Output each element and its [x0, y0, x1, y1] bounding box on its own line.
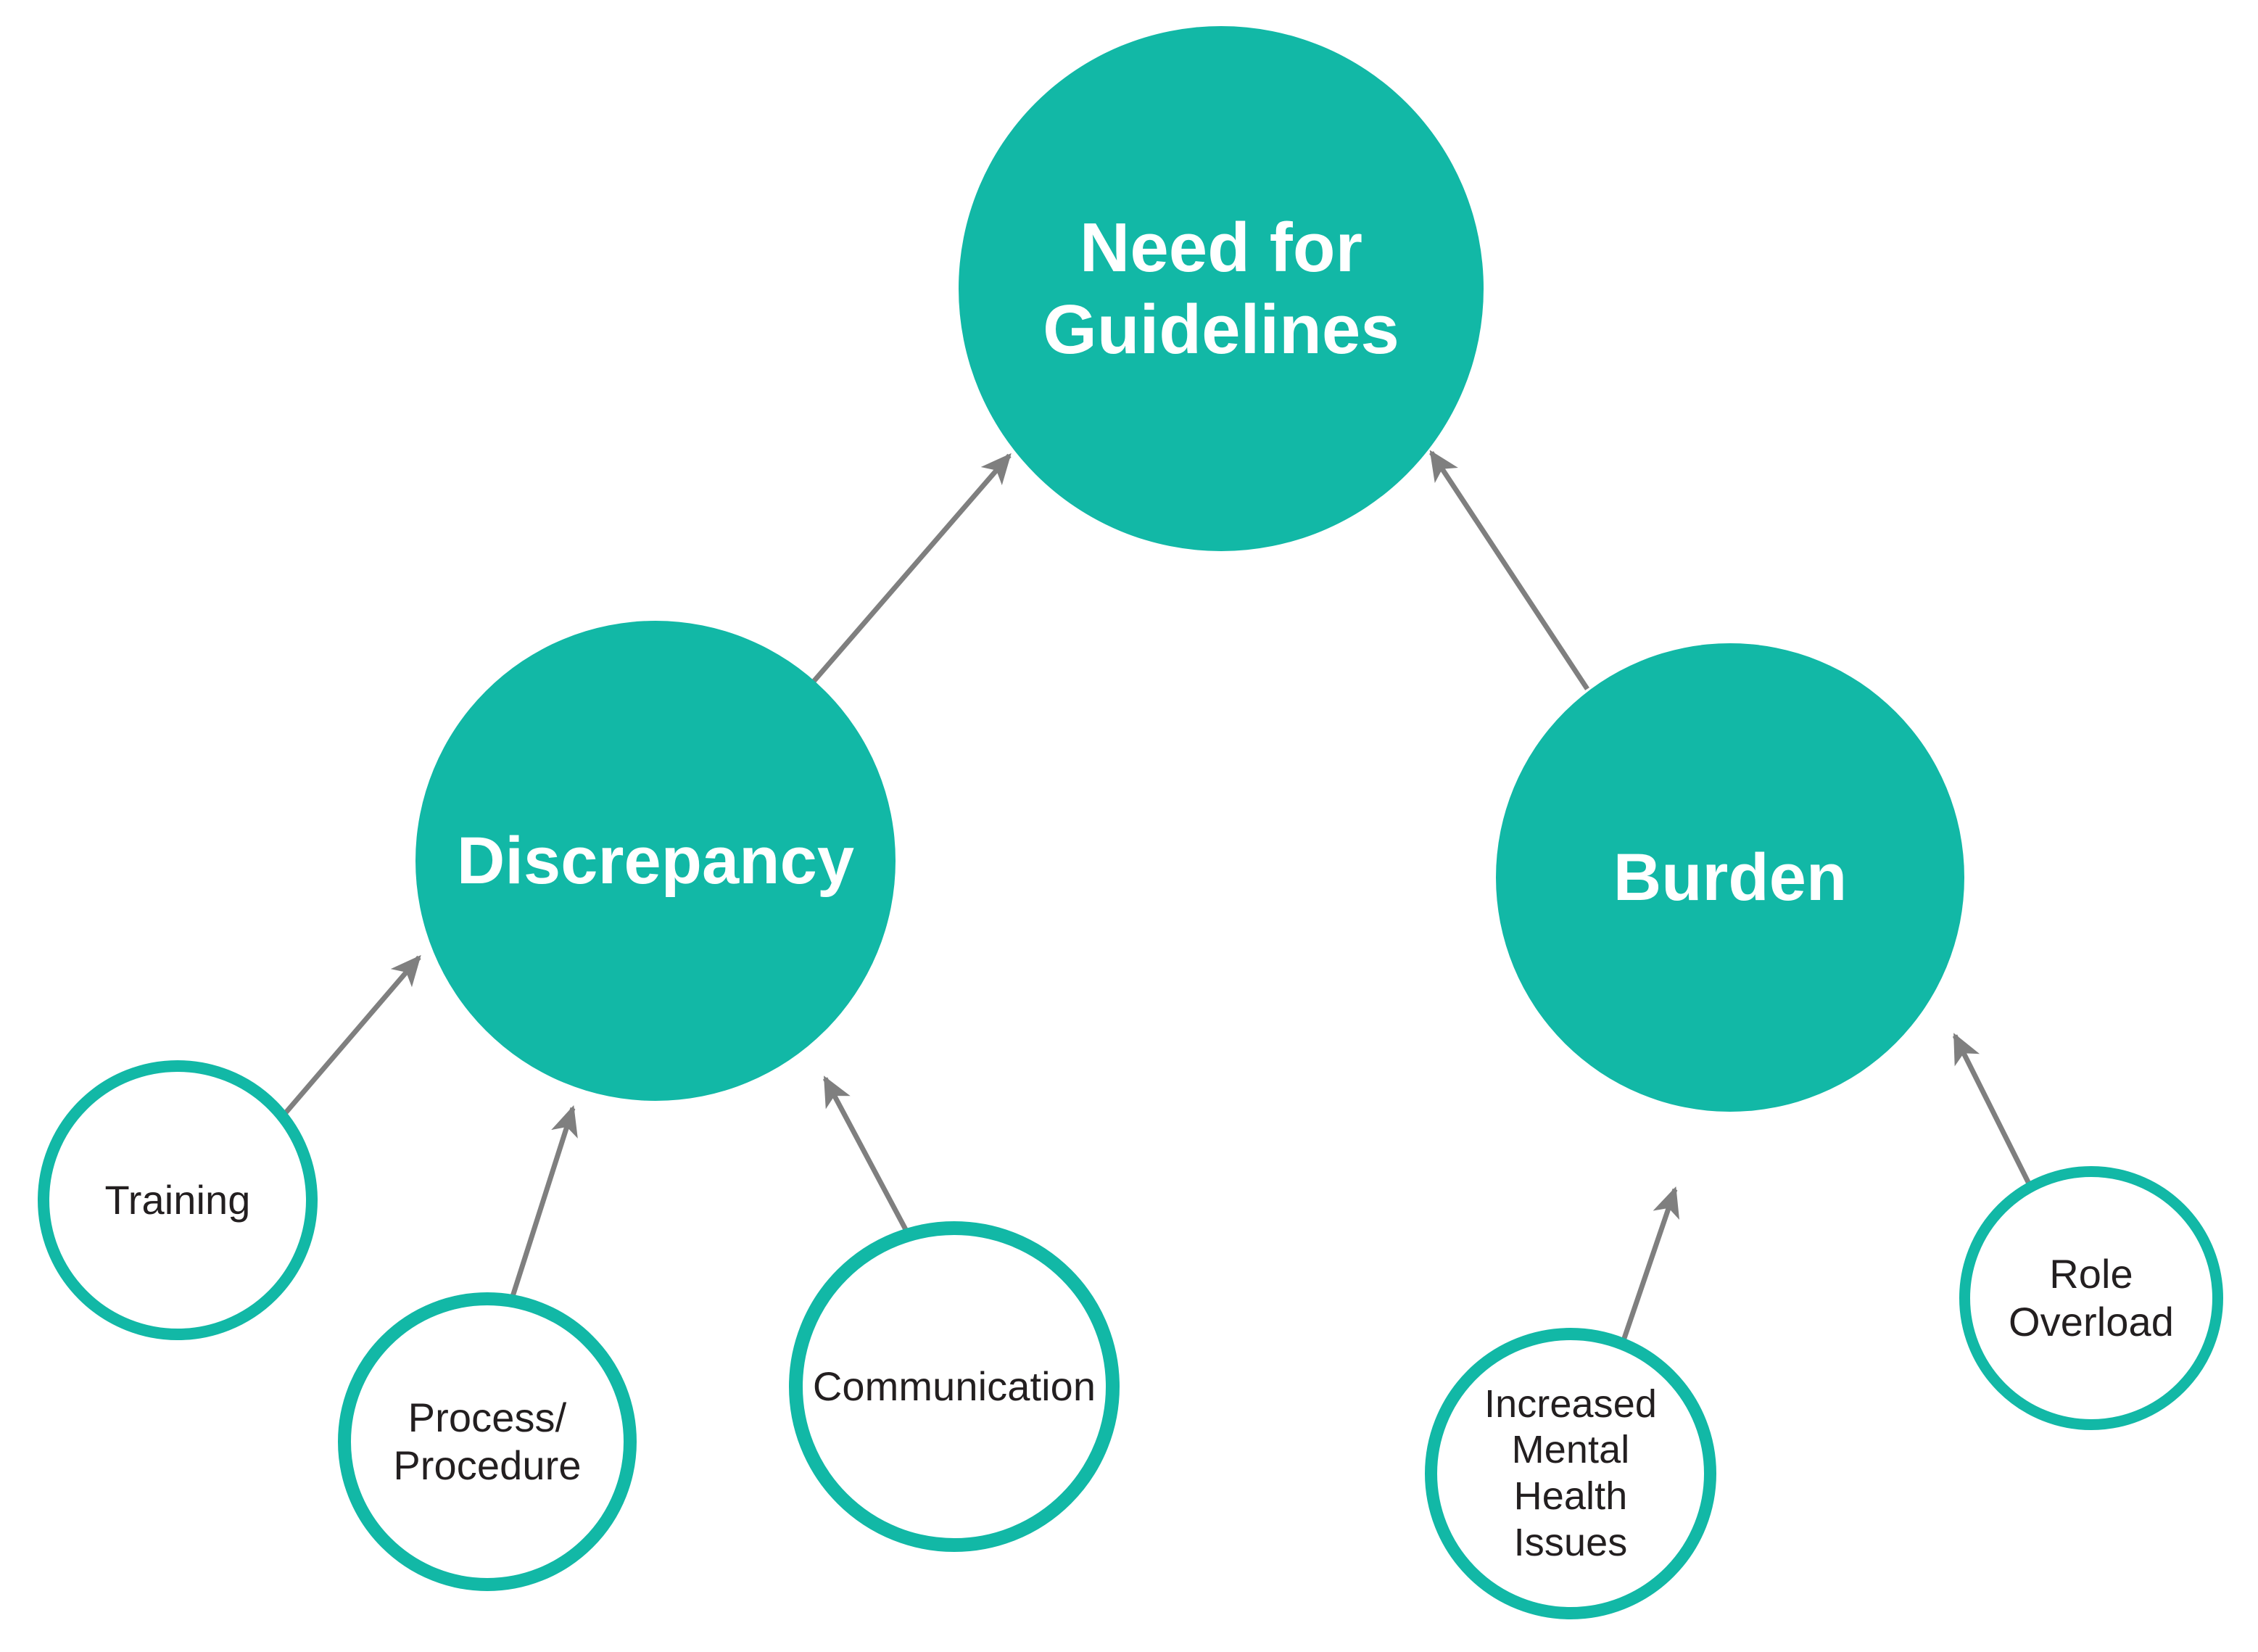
- node-label-process-procedure: Process/ Procedure: [393, 1394, 582, 1488]
- node-increased-mental-health-issues[interactable]: Increased Mental Health Issues: [1425, 1328, 1716, 1619]
- node-label-training: Training: [104, 1176, 251, 1223]
- node-role-overload[interactable]: Role Overload: [1959, 1166, 2223, 1430]
- node-label-communication: Communication: [812, 1363, 1096, 1409]
- edge-training-to-discrepancy: [268, 954, 421, 1133]
- node-burden[interactable]: Burden: [1496, 643, 1964, 1112]
- node-process-procedure[interactable]: Process/ Procedure: [338, 1292, 637, 1591]
- node-discrepancy[interactable]: Discrepancy: [415, 621, 896, 1101]
- node-label-need-for-guidelines: Need for Guidelines: [1043, 208, 1399, 368]
- edge-process-to-discrepancy: [507, 1104, 578, 1307]
- edge-discrepancy-to-need: [810, 453, 1012, 685]
- node-need-for-guidelines[interactable]: Need for Guidelines: [959, 26, 1484, 551]
- node-label-increased-mental-health-issues: Increased Mental Health Issues: [1484, 1382, 1658, 1564]
- node-label-role-overload: Role Overload: [2008, 1250, 2175, 1345]
- edge-communication-to-discrepancy: [822, 1075, 917, 1246]
- node-label-burden: Burden: [1613, 840, 1848, 914]
- node-label-discrepancy: Discrepancy: [456, 823, 855, 898]
- node-training[interactable]: Training: [38, 1060, 318, 1340]
- node-communication[interactable]: Communication: [789, 1221, 1120, 1552]
- edge-burden-to-need: [1429, 450, 1589, 690]
